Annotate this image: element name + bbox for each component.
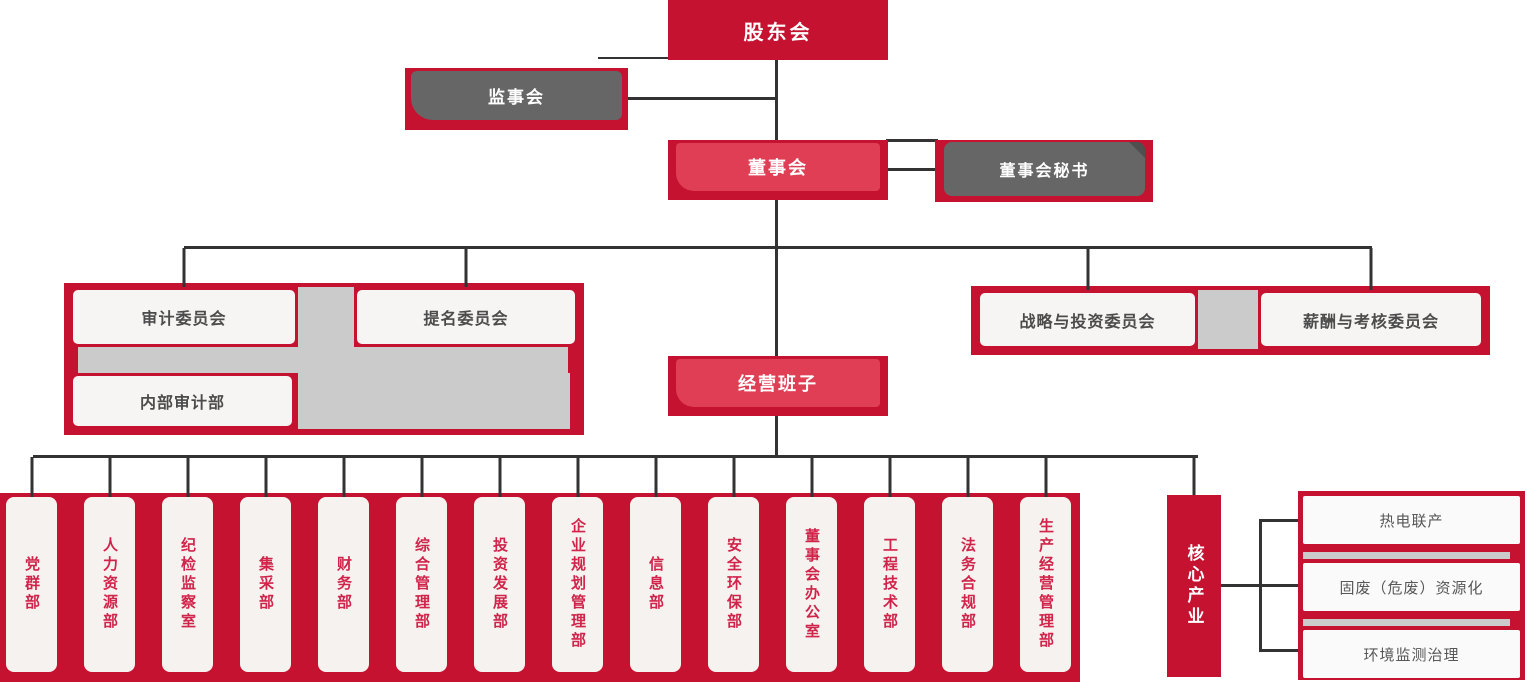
connector-committee-rail <box>184 246 1372 249</box>
department-box: 董事会办公室 <box>786 497 837 672</box>
department-label: 工程技术部 <box>881 537 898 632</box>
node-audit-committee: 审计委员会 <box>70 287 298 347</box>
committee-group-left: 审计委员会 提名委员会 内部审计部 <box>64 283 584 435</box>
node-internal-audit: 内部审计部 <box>70 373 295 429</box>
department-box: 投资发展部 <box>474 497 525 672</box>
connector-trunk-middle <box>775 200 778 356</box>
department-label: 投资发展部 <box>491 537 508 632</box>
department-box: 生产经营管理部 <box>1020 497 1071 672</box>
industries-container: 热电联产 固废（危废）资源化 环境监测治理 <box>1298 491 1525 680</box>
connector-secretary-mid <box>886 168 938 171</box>
node-shareholders: 股东会 <box>668 0 888 60</box>
gray-filler <box>1198 290 1258 349</box>
corner-fold-decoration <box>1129 142 1145 158</box>
industry-box: 热电联产 <box>1303 496 1520 544</box>
industry-box: 固废（危废）资源化 <box>1303 563 1520 611</box>
department-label: 党群部 <box>23 556 40 613</box>
node-strategy-committee: 战略与投资委员会 <box>977 290 1198 349</box>
department-box: 综合管理部 <box>396 497 447 672</box>
department-box: 纪检监察室 <box>162 497 213 672</box>
board-secretary-text: 董事会秘书 <box>999 163 1090 180</box>
node-core-industry: 核心产业 <box>1167 495 1221 677</box>
department-box: 党群部 <box>6 497 57 672</box>
department-label: 安全环保部 <box>725 537 742 632</box>
department-label: 法务合规部 <box>959 537 976 632</box>
department-label: 生产经营管理部 <box>1037 518 1054 651</box>
department-box: 集采部 <box>240 497 291 672</box>
gray-filler <box>78 347 568 373</box>
department-box: 财务部 <box>318 497 369 672</box>
node-management-team: 经营班子 <box>668 356 888 416</box>
node-board-secretary-label: 董事会秘书 <box>944 142 1145 196</box>
department-box: 法务合规部 <box>942 497 993 672</box>
connector-trunk-bottom <box>775 416 778 457</box>
node-board: 董事会 <box>668 140 888 200</box>
connector-secretary-top <box>886 139 938 142</box>
node-management-team-label: 经营班子 <box>676 359 880 407</box>
departments-container: 党群部 人力资源部 纪检监察室 集采部 财务部 综合管理部 投资发展部 企业规划… <box>0 493 1080 682</box>
connector-shareholders-stub <box>598 57 668 59</box>
department-label: 信息部 <box>647 556 664 613</box>
node-nomination-committee: 提名委员会 <box>354 287 578 347</box>
connector-core-vertical <box>1259 519 1262 652</box>
connector-department-rail <box>33 455 1198 458</box>
industry-box: 环境监测治理 <box>1303 630 1520 678</box>
department-box: 人力资源部 <box>84 497 135 672</box>
connector-trunk-top <box>775 58 778 142</box>
node-compensation-committee: 薪酬与考核委员会 <box>1258 290 1484 349</box>
gray-filler <box>298 373 570 429</box>
node-board-secretary: 董事会秘书 <box>935 140 1153 202</box>
department-box: 工程技术部 <box>864 497 915 672</box>
department-label: 财务部 <box>335 556 352 613</box>
connector-supervisory <box>628 97 778 100</box>
industry-separator <box>1303 552 1510 559</box>
node-supervisory-label: 监事会 <box>411 71 622 120</box>
node-board-label: 董事会 <box>676 143 880 191</box>
core-industry-label: 核心产业 <box>1184 544 1204 628</box>
connector-core-horizontal <box>1221 584 1305 587</box>
committee-group-right: 战略与投资委员会 薪酬与考核委员会 <box>971 286 1490 355</box>
department-box: 安全环保部 <box>708 497 759 672</box>
industry-separator <box>1303 619 1510 626</box>
node-supervisory: 监事会 <box>405 68 628 130</box>
department-label: 人力资源部 <box>101 537 118 632</box>
department-label: 企业规划管理部 <box>569 518 586 651</box>
department-label: 集采部 <box>257 556 274 613</box>
department-box: 信息部 <box>630 497 681 672</box>
department-label: 综合管理部 <box>413 537 430 632</box>
department-label: 纪检监察室 <box>179 537 196 632</box>
department-box: 企业规划管理部 <box>552 497 603 672</box>
connector-core-stub-top <box>1261 519 1305 522</box>
connector-core-stub-bottom <box>1261 649 1305 652</box>
department-label: 董事会办公室 <box>803 527 820 642</box>
